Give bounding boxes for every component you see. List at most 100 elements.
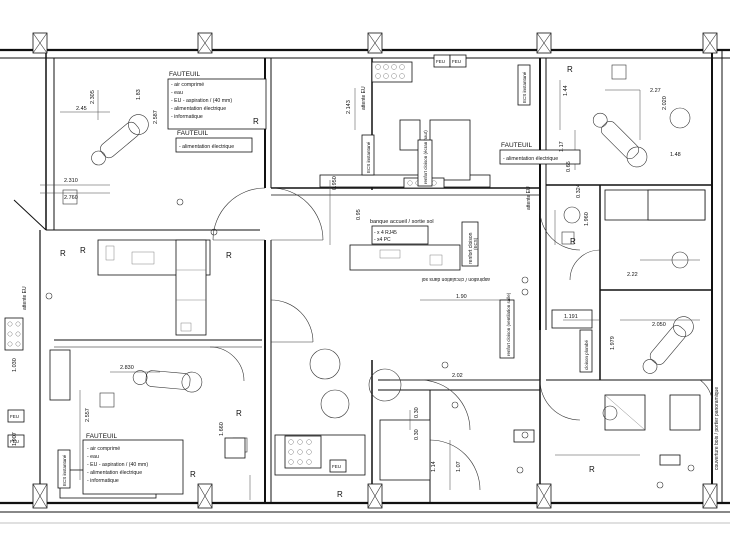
callout-line: - informatique [171, 114, 203, 120]
callout-line: - eau [171, 90, 183, 96]
callout-line: - alimentation électrique [503, 156, 558, 162]
svg-text:0.30: 0.30 [414, 429, 420, 440]
svg-text:R: R [567, 65, 573, 74]
callout-title: FAUTEUIL [177, 130, 208, 137]
svg-text:2.143: 2.143 [346, 100, 352, 114]
callout-line: - informatique [87, 478, 119, 484]
svg-text:2.45: 2.45 [76, 106, 87, 112]
svg-text:2.020: 2.020 [662, 96, 668, 110]
svg-text:2.310: 2.310 [64, 178, 78, 184]
column [32, 483, 48, 509]
dental-chair [642, 316, 694, 374]
svg-text:R: R [80, 246, 86, 255]
svg-text:FEU: FEU [10, 439, 19, 444]
svg-text:2.02: 2.02 [452, 373, 463, 379]
attente-eu-label: attente EU [22, 286, 28, 310]
dental-chair [91, 114, 149, 166]
callout-line: - alimentation électrique [179, 144, 234, 150]
svg-text:FEU: FEU [436, 59, 445, 64]
feu-badges: FEU FEU FEU FEU FEU [7, 54, 467, 473]
svg-text:ECS instantané: ECS instantané [62, 454, 67, 486]
svg-text:FEU: FEU [332, 464, 341, 469]
svg-text:0.65: 0.65 [566, 161, 572, 172]
doors [209, 187, 713, 491]
callout-line: - eau [87, 454, 99, 460]
svg-text:FEU: FEU [10, 414, 19, 419]
callout-line: - air comprimé [171, 82, 204, 88]
round-seat [320, 389, 350, 419]
svg-text:1.90: 1.90 [456, 294, 467, 300]
callout-line: - x 4 RJ45 [374, 230, 397, 236]
callout-line: - EU - aspiration / (40 mm) [87, 462, 148, 468]
svg-text:1.17: 1.17 [559, 141, 565, 152]
fauteuil-callout-right: FAUTEUIL - alimentation électrique [499, 142, 581, 165]
couverture-label: couverture bois / portier panoramique [714, 387, 720, 470]
svg-text:1.660: 1.660 [219, 422, 225, 436]
column [702, 32, 718, 54]
round-seat [368, 368, 402, 402]
svg-text:1.030: 1.030 [12, 358, 18, 372]
svg-text:R: R [570, 237, 576, 246]
fixtures [45, 198, 695, 489]
svg-text:2.305: 2.305 [90, 90, 96, 104]
callout-line: - alimentation électrique [171, 106, 226, 112]
svg-text:R: R [337, 490, 343, 499]
ventilation-note: renfort cloison (ventilation salle) [499, 292, 515, 359]
fauteuil-callout-top-left: FAUTEUIL - air comprimé - eau - EU - asp… [167, 71, 267, 130]
aspiration-label: aspiration / circulation dans sol [422, 276, 490, 282]
svg-text:1.07: 1.07 [456, 461, 462, 472]
svg-text:0.30: 0.30 [414, 407, 420, 418]
svg-text:R: R [589, 465, 595, 474]
svg-text:1.44: 1.44 [563, 85, 569, 96]
svg-text:2.27: 2.27 [650, 88, 661, 94]
svg-text:renfort cloison: renfort cloison [468, 232, 474, 264]
svg-text:(ECS): (ECS) [473, 237, 478, 250]
svg-text:R: R [226, 251, 232, 260]
callout-title: FAUTEUIL [169, 71, 200, 78]
svg-text:R: R [60, 249, 66, 258]
svg-text:ECS instantané: ECS instantané [366, 141, 371, 173]
round-seat [309, 348, 341, 380]
column [367, 32, 383, 54]
svg-text:R: R [253, 117, 259, 126]
callout-line: - alimentation électrique [87, 470, 142, 476]
svg-text:renfort cloison (écran haut): renfort cloison (écran haut) [423, 130, 428, 184]
fauteuil-callout-bottom-left: FAUTEUIL - air comprimé - eau - EU - asp… [82, 433, 184, 495]
dimension-labels: 2.45 2.305 1.83 2.587 2.310 2.760 2.143 … [12, 85, 681, 472]
ecs-instantane-note-right: ECS instantané [517, 64, 531, 106]
column [702, 483, 718, 509]
callout-line: - EU - aspiration / (40 mm) [171, 98, 232, 104]
furniture [49, 64, 706, 499]
column [32, 32, 48, 54]
ecran-note: renfort cloison (écran haut) [417, 130, 433, 187]
dental-chair [592, 112, 648, 168]
svg-text:0.324: 0.324 [576, 184, 582, 198]
svg-text:1.83: 1.83 [136, 89, 142, 100]
column [536, 483, 552, 509]
column [197, 32, 213, 54]
callout-line: - air comprimé [87, 446, 120, 452]
banque-callout: banque accueil / sortie sol - x 4 RJ45 -… [370, 219, 434, 245]
svg-text:0.95: 0.95 [356, 209, 362, 220]
ecs-instantane-note-left: ECS instantané [57, 449, 71, 489]
attente-eu-label: attente EU [526, 186, 532, 210]
ecs-instantane-note: ECS instantané [361, 134, 375, 176]
svg-text:cloison plombé: cloison plombé [584, 339, 589, 370]
attente-eu-label: attente EU [361, 86, 367, 110]
svg-text:R: R [190, 470, 196, 479]
svg-text:2.830: 2.830 [120, 365, 134, 371]
svg-text:renfort cloison (ventilation s: renfort cloison (ventilation salle) [506, 292, 511, 356]
svg-text:2.760: 2.760 [64, 195, 78, 201]
svg-text:2.050: 2.050 [652, 322, 666, 328]
svg-text:1.191: 1.191 [564, 314, 578, 320]
column [197, 483, 213, 509]
svg-text:0.950: 0.950 [332, 176, 338, 190]
svg-text:FEU: FEU [452, 59, 461, 64]
dental-chair [132, 370, 203, 393]
svg-text:1.979: 1.979 [610, 336, 616, 350]
rotated-notes: renfort cloison(ECS) renfort cloison (éc… [22, 64, 720, 489]
cloison-plombe-note: cloison plombé [579, 329, 593, 373]
callout-title: FAUTEUIL [86, 433, 117, 440]
column [367, 483, 383, 509]
